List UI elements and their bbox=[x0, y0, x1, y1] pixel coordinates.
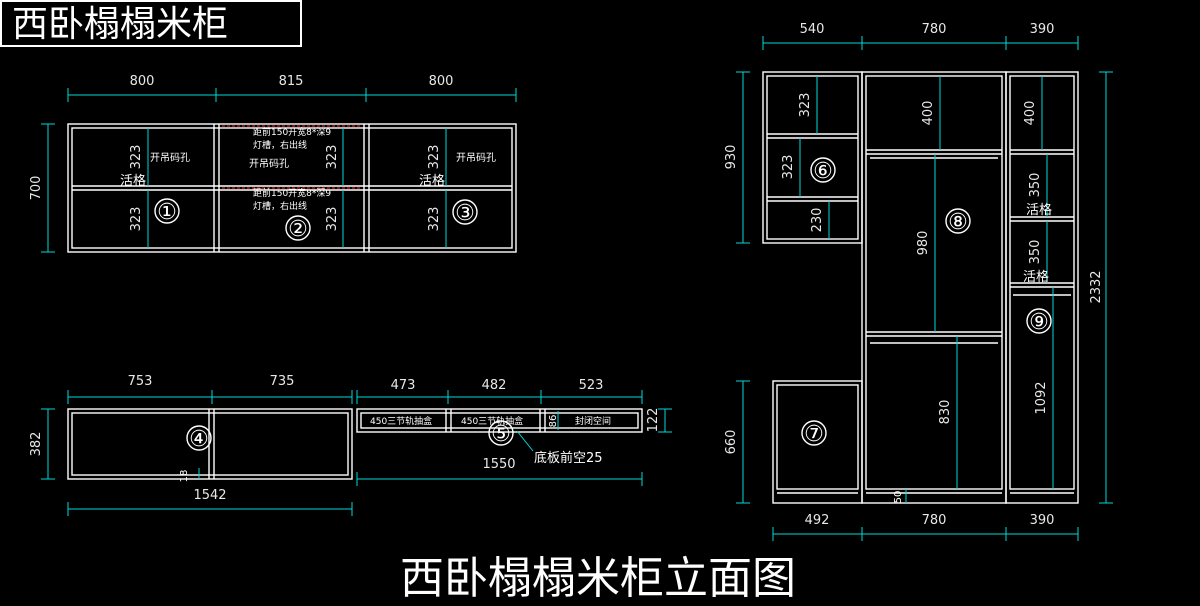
corner-title-box: 西卧榻榻米柜 bbox=[0, 0, 302, 47]
left-shelf-height-2: 323 bbox=[781, 155, 796, 180]
adjustable-shelf-label-a: 活格 bbox=[1026, 202, 1052, 218]
drawer-unit: 473 482 523 450三节轨抽盒 450三节轨抽盒 封闭空间 86 12… bbox=[356, 378, 672, 486]
middle-section bbox=[861, 71, 1007, 504]
shelf-height-6: 323 bbox=[427, 207, 442, 232]
marker-2: ② bbox=[288, 217, 308, 242]
top-cabinet: 800 815 800 700 323 323 323 323 323 323 … bbox=[29, 74, 517, 253]
marker-7: ⑦ bbox=[804, 422, 824, 447]
marker-circle bbox=[1026, 308, 1052, 334]
page-title: 西卧榻榻米柜立面图 bbox=[400, 553, 796, 604]
bottom-note: 底板前空25 bbox=[534, 450, 603, 466]
marker-6: ⑥ bbox=[813, 159, 833, 184]
dim-height: 122 bbox=[646, 408, 661, 433]
shelf-height-2: 323 bbox=[129, 207, 144, 232]
dim-width-3: 390 bbox=[1030, 22, 1055, 37]
dim-width-2: 780 bbox=[922, 22, 947, 37]
dim-total: 1542 bbox=[193, 488, 226, 503]
right-height-2: 350 bbox=[1028, 173, 1043, 198]
marker-circle bbox=[810, 157, 836, 183]
marker-circle bbox=[452, 199, 478, 225]
marker-3: ③ bbox=[455, 201, 475, 226]
right-height-1: 400 bbox=[1023, 101, 1038, 126]
middle-height-3: 830 bbox=[938, 400, 953, 425]
right-height-4: 1092 bbox=[1034, 381, 1049, 414]
dim-width-1: 540 bbox=[800, 22, 825, 37]
middle-height-1: 400 bbox=[921, 101, 936, 126]
marker-circle bbox=[945, 208, 971, 234]
hook-hole-label-1: 开吊码孔 bbox=[150, 152, 190, 164]
groove-note-1a: 距前150开宽8*深9 bbox=[253, 126, 331, 138]
adjustable-shelf-label-3: 活格 bbox=[419, 173, 445, 189]
drawer-inner-outline bbox=[360, 412, 639, 429]
marker-4: ④ bbox=[189, 427, 209, 452]
dim-inner: 86 bbox=[548, 415, 559, 428]
dim-width-1: 800 bbox=[130, 74, 155, 89]
hook-hole-label-3: 开吊码孔 bbox=[456, 152, 496, 164]
marker-8: ⑧ bbox=[948, 210, 968, 235]
dim-width-1: 473 bbox=[391, 378, 416, 393]
shelf-height-4: 323 bbox=[325, 207, 340, 232]
dim-left-upper: 930 bbox=[724, 145, 739, 170]
adjustable-shelf-label-1: 活格 bbox=[120, 173, 146, 189]
bed-platform: 753 735 382 18 1542 ④ bbox=[29, 374, 353, 516]
cabinet-inner-outline bbox=[71, 127, 513, 249]
marker-circle bbox=[186, 425, 212, 451]
left-upper-inner bbox=[766, 75, 859, 240]
dim-bottom-width-2: 780 bbox=[922, 513, 947, 528]
dim-width-2: 735 bbox=[270, 374, 295, 389]
marker-circle bbox=[285, 215, 311, 241]
marker-circle bbox=[801, 420, 827, 446]
adjustable-shelf-label-b: 活格 bbox=[1023, 269, 1049, 285]
middle-plinth: 50 bbox=[893, 491, 904, 504]
dim-total: 1550 bbox=[482, 457, 515, 472]
dim-height: 382 bbox=[29, 432, 44, 457]
dim-width-1: 753 bbox=[128, 374, 153, 389]
shelf-height-5: 323 bbox=[427, 145, 442, 170]
dim-width-3: 800 bbox=[429, 74, 454, 89]
shelf-height-3: 323 bbox=[325, 145, 340, 170]
dim-left-lower: 660 bbox=[724, 430, 739, 455]
marker-9: ⑨ bbox=[1029, 310, 1049, 335]
hook-hole-label-2: 开吊码孔 bbox=[249, 158, 289, 170]
left-shelf-height-1: 323 bbox=[798, 93, 813, 118]
dim-height: 700 bbox=[29, 176, 44, 201]
dim-bottom-width-1: 492 bbox=[805, 513, 830, 528]
dim-bottom-width-3: 390 bbox=[1030, 513, 1055, 528]
marker-5: ⑤ bbox=[491, 422, 511, 447]
middle-height-2: 980 bbox=[916, 231, 931, 256]
right-height-3: 350 bbox=[1028, 240, 1043, 265]
dim-width-3: 523 bbox=[579, 378, 604, 393]
drawer-label-2: 450三节轨抽盒 bbox=[461, 415, 523, 427]
dim-width-2: 815 bbox=[279, 74, 304, 89]
bed-outline bbox=[67, 408, 353, 480]
left-lower-inner bbox=[776, 384, 859, 490]
dim-width-2: 482 bbox=[482, 378, 507, 393]
marker-circle bbox=[488, 420, 514, 446]
wardrobe: 540 780 390 2332 930 660 492 780 390 32 bbox=[724, 22, 1113, 541]
marker-1: ① bbox=[157, 200, 177, 225]
marker-circle bbox=[154, 198, 180, 224]
groove-note-1b: 灯槽，右出线 bbox=[253, 139, 307, 151]
leader-line bbox=[516, 430, 534, 452]
drawer-outline bbox=[356, 408, 643, 433]
dim-total-height: 2332 bbox=[1089, 270, 1104, 303]
cabinet-outline bbox=[67, 123, 517, 253]
middle-inner bbox=[865, 75, 1003, 490]
groove-note-2a: 距前150开宽8*深9 bbox=[253, 187, 331, 199]
shelf-height-1: 323 bbox=[129, 145, 144, 170]
left-shelf-height-3: 230 bbox=[810, 208, 825, 233]
dim-toe: 18 bbox=[179, 470, 190, 483]
bed-inner-outline bbox=[71, 412, 349, 476]
right-section bbox=[1005, 71, 1079, 504]
corner-title: 西卧榻榻米柜 bbox=[12, 4, 229, 45]
drawer-label-1: 450三节轨抽盒 bbox=[370, 415, 432, 427]
groove-note-2b: 灯槽，右出线 bbox=[253, 200, 307, 212]
drawer-label-3: 封闭空间 bbox=[575, 415, 611, 427]
